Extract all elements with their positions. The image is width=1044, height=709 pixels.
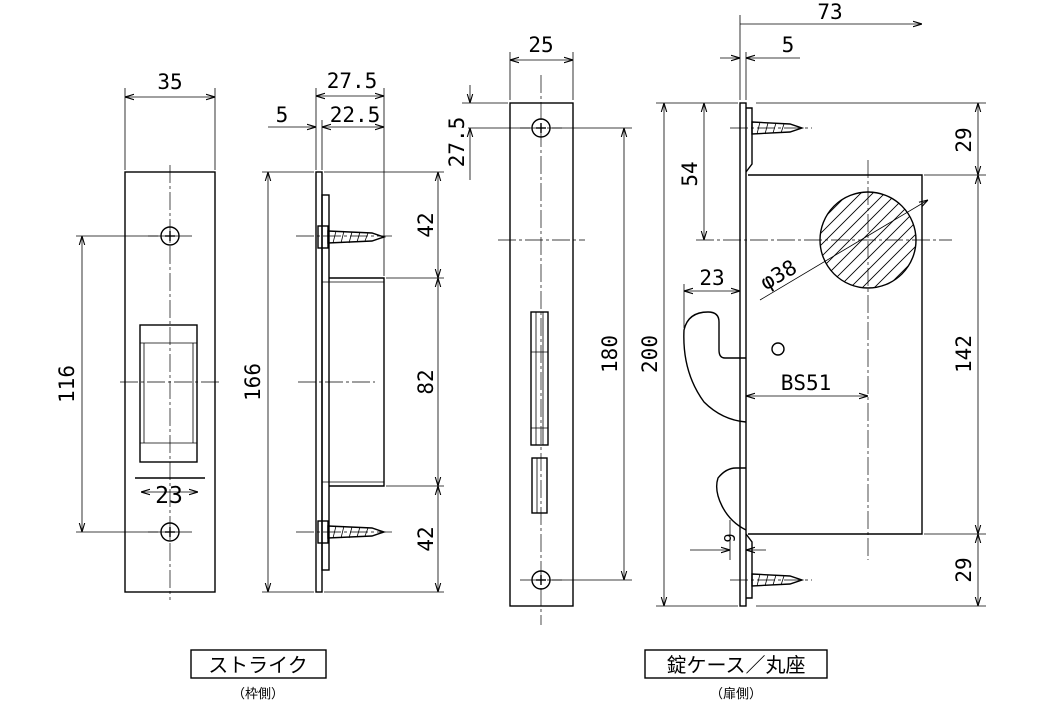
dim-case-bs51: BS51	[781, 371, 832, 395]
dim-case-29-bottom: 29	[952, 557, 976, 582]
case-body	[748, 174, 923, 535]
strike-opening	[139, 324, 198, 463]
dim-strike-screw-pitch: 116	[55, 365, 79, 403]
strike-title: ストライク	[208, 653, 308, 677]
screw-icon	[317, 225, 387, 249]
dim-case-200: 200	[638, 335, 662, 373]
dim-case-29-top: 29	[952, 127, 976, 152]
lower-bolt	[715, 467, 747, 531]
dim-case-54: 54	[678, 161, 702, 186]
dim-plate-27-5: 27.5	[445, 117, 469, 168]
case-hole	[771, 342, 785, 356]
lock-case-view: 73 5 200 54 23 φ38 BS51 9	[638, 0, 986, 607]
dim-strike-opening: 23	[155, 483, 183, 509]
dim-case-142: 142	[952, 335, 976, 373]
dim-side-5: 5	[276, 103, 289, 127]
knob-rose	[819, 191, 917, 289]
dim-side-166: 166	[241, 363, 265, 401]
lower-slot	[531, 457, 548, 514]
dim-side-42-top: 42	[414, 212, 438, 237]
latch-slot	[530, 311, 549, 446]
dim-case-5: 5	[782, 33, 795, 57]
dim-case-9: 9	[721, 533, 739, 542]
dim-side-22-5: 22.5	[330, 103, 381, 127]
dim-plate-25: 25	[528, 33, 553, 57]
dim-case-73: 73	[817, 0, 842, 24]
face-plate	[509, 102, 574, 607]
strike-subtitle: （枠側）	[232, 687, 284, 702]
case-title: 錠ケース／丸座	[667, 653, 806, 677]
dim-side-82: 82	[414, 369, 438, 394]
case-subtitle: （扉側）	[710, 686, 762, 702]
lock-face-plate-view: 25 27.5 180	[445, 33, 632, 625]
latch-bolt	[683, 311, 747, 423]
dim-case-23: 23	[699, 266, 724, 290]
case-caption: 錠ケース／丸座 （扉側）	[644, 649, 828, 702]
dim-side-42-bottom: 42	[414, 526, 438, 551]
case-front-plate	[739, 102, 747, 607]
strike-front-view: 35 116 23	[55, 70, 222, 600]
strike-caption: ストライク （枠側）	[190, 649, 327, 702]
strike-side-view: 27.5 5 22.5 166 42 82 42	[241, 69, 444, 593]
dim-strike-width: 35	[157, 70, 182, 94]
screw-icon	[751, 573, 805, 587]
dim-plate-180: 180	[598, 335, 622, 373]
dim-side-27-5: 27.5	[327, 69, 378, 93]
